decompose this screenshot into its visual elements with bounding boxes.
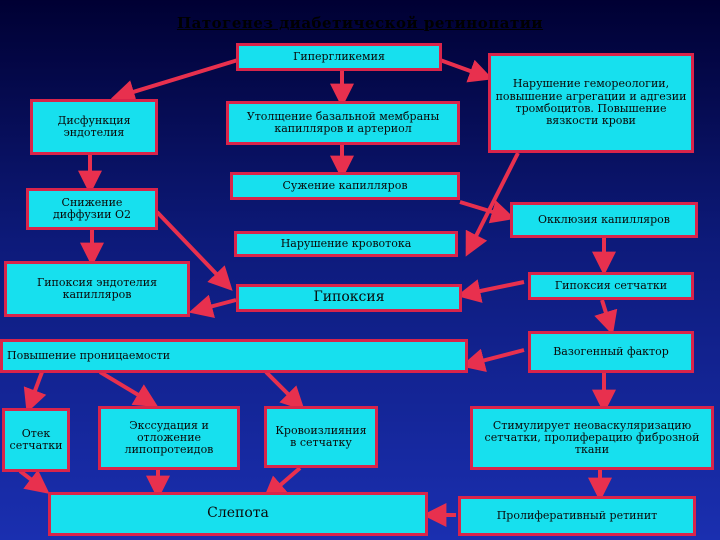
node-blindness: Слепота [48, 492, 428, 536]
node-blood-flow-disorder: Нарушение кровотока [234, 231, 458, 257]
arrow-hypoxia-to-endothelial-hypoxia [188, 294, 237, 318]
node-hemorheology: Нарушение гемореологии, повышение агрега… [488, 53, 694, 153]
node-hemorrhage: Кровоизлияния в сетчатку [264, 406, 378, 468]
node-hypoxia: Гипоксия [236, 284, 462, 312]
arrow-retinal-hypoxia-to-hypoxia [456, 279, 525, 303]
node-vasogenic-factor: Вазогенный фактор [528, 331, 694, 373]
node-neovascularization: Стимулирует неоваскуляризацию сетчатки, … [470, 406, 714, 470]
node-endothelial-hypoxia: Гипоксия эндотелия капилляров [4, 261, 190, 317]
node-exudation: Экссудация и отложение липопротеидов [98, 406, 240, 470]
arrow-permeability-to-hemorrhage [264, 370, 305, 411]
arrow-vasogenic-to-permeability [460, 348, 525, 373]
arrow-hyperglycemia-to-dysfunction [110, 58, 239, 104]
node-proliferative-retinitis: Пролиферативный ретинит [458, 496, 696, 536]
page-title: Патогенез диабетической ретинопатии [176, 14, 544, 32]
arrow-permeability-to-exudation [98, 370, 159, 407]
node-retinal-hypoxia: Гипоксия сетчатки [528, 272, 694, 300]
node-hyperglycemia: Гипергликемия [236, 43, 442, 71]
node-diffusion-decrease: Снижение диффузии О2 [26, 188, 158, 230]
node-capillary-narrowing: Сужение капилляров [230, 172, 460, 200]
arrow-hemorrhage-to-blindness [262, 466, 302, 501]
arrow-retinal-hypoxia-to-vasogenic [594, 299, 618, 336]
arrow-diffusion-to-hypoxia [155, 210, 233, 291]
arrow-edema-to-blindness [18, 469, 50, 494]
node-retinal-edema: Отек сетчатки [2, 408, 70, 472]
node-capillary-occlusion: Окклюзия капилляров [510, 202, 698, 238]
arrow-narrowing-to-occlusion [459, 200, 516, 224]
arrow-hemorheology-to-flow [465, 152, 520, 257]
node-permeability-increase: Повышение проницаемости [0, 339, 468, 373]
arrow-permeability-to-edema [23, 371, 47, 413]
arrow-hyperglycemia-to-hemorheology [439, 58, 494, 83]
node-endothelial-dysfunction: Дисфункция эндотелия [30, 99, 158, 155]
node-membrane-thickening: Утолщение базальной мембраны капилляров … [226, 101, 460, 145]
